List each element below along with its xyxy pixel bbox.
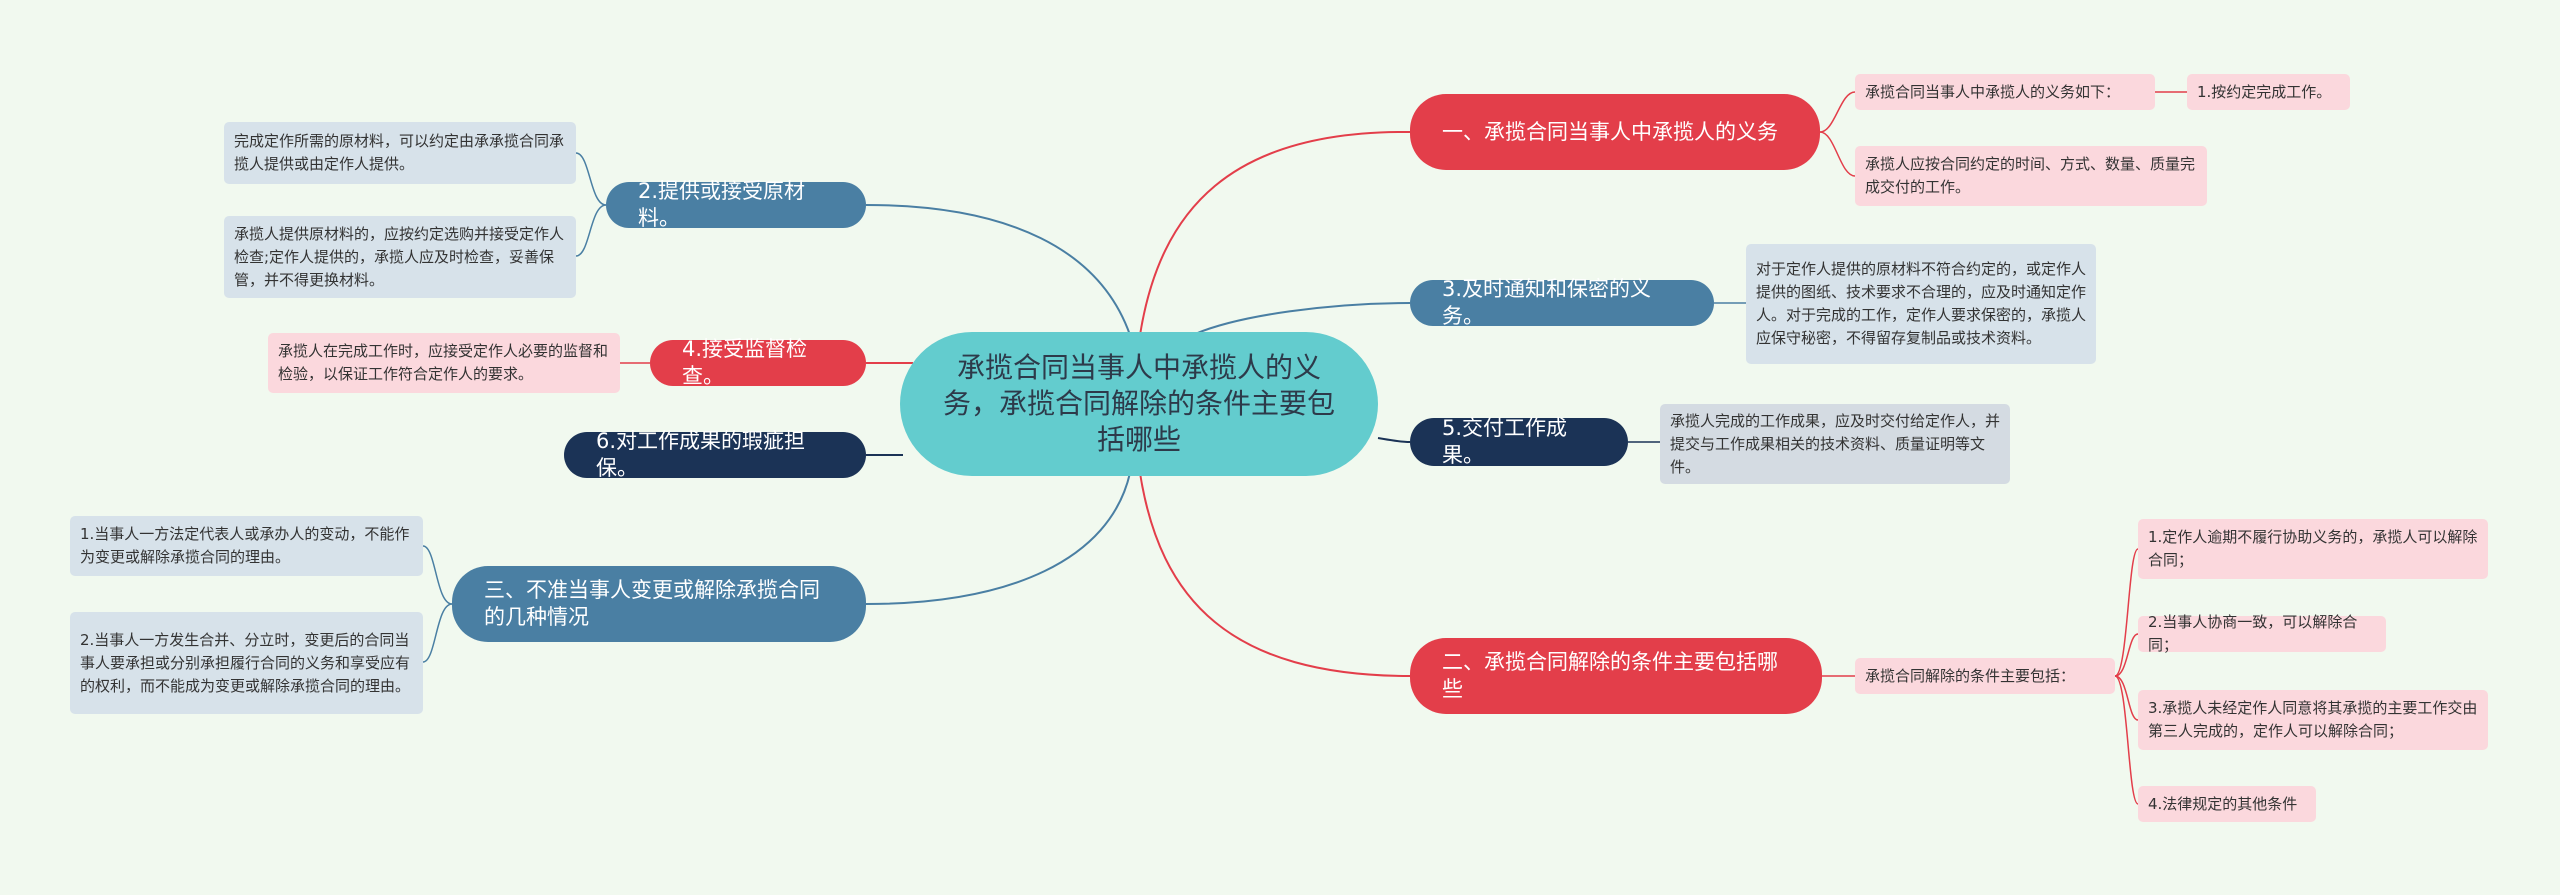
link-b2-leaf2: [575, 204, 607, 257]
link-cancel-4: [2114, 675, 2139, 805]
link-cancel-3: [2114, 675, 2139, 721]
no-change-case[interactable]: 2.当事人一方发生合并、分立时，变更后的合同当事人要承担或分别承担履行合同的义务…: [70, 612, 423, 714]
materials-detail[interactable]: 完成定作所需的原材料，可以约定由承承揽合同承揽人提供或由定作人提供。: [224, 122, 576, 184]
branch-defect-warranty[interactable]: 6.对工作成果的瑕疵担保。: [564, 429, 866, 480]
branch-notify-confidential[interactable]: 3.及时通知和保密的义务。: [1410, 277, 1714, 328]
cancel-condition-item[interactable]: 1.定作人逾期不履行协助义务的，承揽人可以解除合同；: [2138, 519, 2488, 579]
link-center-b2: [865, 204, 1131, 336]
notify-confidential-detail[interactable]: 对于定作人提供的原材料不符合约定的，或定作人提供的图纸、技术要求不合理的，应及时…: [1746, 244, 2096, 364]
link-b1-sub: [1819, 91, 1856, 133]
duty-complete-work[interactable]: 1.按约定完成工作。: [2187, 74, 2350, 110]
link-center-change: [865, 472, 1131, 605]
no-change-case[interactable]: 1.当事人一方法定代表人或承办人的变动，不能作为变更或解除承揽合同的理由。: [70, 516, 423, 576]
deliver-results-detail[interactable]: 承揽人完成的工作成果，应及时交付给定作人，并提交与工作成果相关的技术资料、质量证…: [1660, 404, 2010, 484]
cancel-condition-item[interactable]: 3.承揽人未经定作人同意将其承揽的主要工作交由第三人完成的，定作人可以解除合同；: [2138, 690, 2488, 750]
link-center-b3: [1194, 302, 1411, 335]
branch-no-change-cases[interactable]: 三、不准当事人变更或解除承揽合同的几种情况: [452, 566, 866, 642]
contractor-duties-intro[interactable]: 承揽合同当事人中承揽人的义务如下：: [1855, 74, 2155, 110]
link-b2-leaf1: [575, 152, 607, 206]
cancel-condition-item[interactable]: 2.当事人协商一致，可以解除合同；: [2138, 613, 2386, 654]
link-cancel-2: [2114, 633, 2139, 677]
duty-deliver-work[interactable]: 承揽人应按合同约定的时间、方式、数量、质量完成交付的工作。: [1855, 146, 2207, 206]
branch-deliver-results[interactable]: 5.交付工作成果。: [1410, 416, 1628, 467]
link-change-leaf2: [422, 603, 453, 663]
cancel-conditions-intro[interactable]: 承揽合同解除的条件主要包括：: [1855, 658, 2115, 694]
link-cancel-1: [2114, 548, 2139, 677]
link-center-b1: [1139, 130, 1411, 336]
link-change-leaf1: [422, 545, 453, 605]
cancel-condition-item[interactable]: 4.法律规定的其他条件: [2138, 786, 2316, 822]
link-center-b5: [1377, 437, 1411, 443]
materials-detail[interactable]: 承揽人提供原材料的，应按约定选购并接受定作人检查;定作人提供的，承揽人应及时检查…: [224, 216, 576, 298]
supervision-detail[interactable]: 承揽人在完成工作时，应接受定作人必要的监督和检验，以保证工作符合定作人的要求。: [268, 333, 620, 393]
center-topic[interactable]: 承揽合同当事人中承揽人的义务，承揽合同解除的条件主要包括哪些: [900, 332, 1378, 476]
link-b1-leaf: [1819, 131, 1856, 177]
branch-materials[interactable]: 2.提供或接受原材料。: [606, 179, 866, 230]
branch-cancel-conditions[interactable]: 二、承揽合同解除的条件主要包括哪些: [1410, 638, 1822, 714]
link-center-cancel: [1139, 472, 1411, 677]
branch-supervision[interactable]: 4.接受监督检查。: [650, 337, 866, 388]
branch-contractor-duties[interactable]: 一、承揽合同当事人中承揽人的义务: [1410, 94, 1820, 170]
